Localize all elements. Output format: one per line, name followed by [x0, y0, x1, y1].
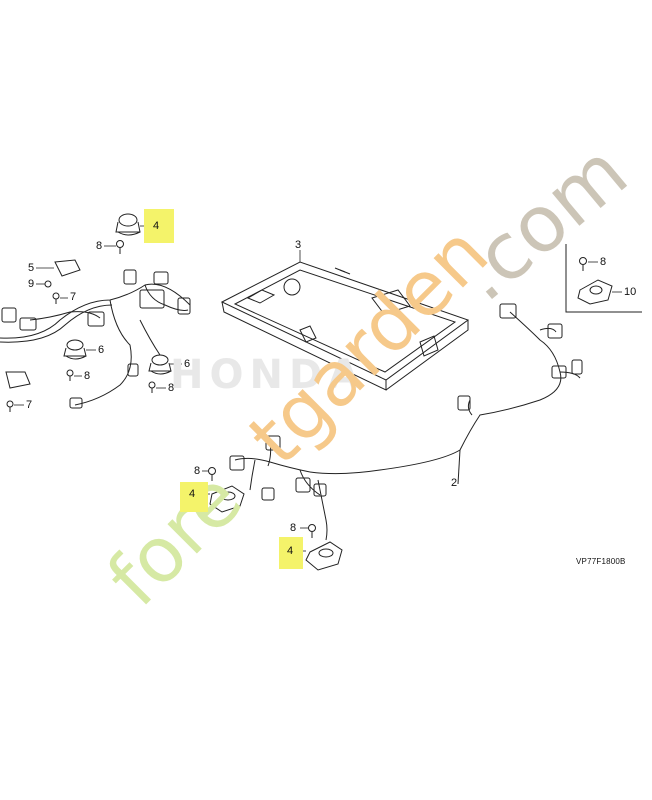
callout-4-low: 4: [287, 545, 294, 557]
callout-3: 3: [295, 239, 302, 251]
callout-4-mid: 4: [189, 488, 196, 500]
highlight-top: [144, 209, 174, 243]
callout-8: 8: [96, 240, 103, 252]
callout-9: 9: [28, 278, 35, 290]
inset-detail: [565, 244, 642, 313]
callout-4-top: 4: [153, 220, 160, 232]
right-lower-parts: [208, 467, 343, 571]
callout-2: 2: [451, 477, 458, 489]
callout-8-inset: 8: [600, 256, 607, 268]
highlight-mid: [180, 482, 208, 512]
right-harness: [229, 303, 583, 541]
highlight-low: [279, 537, 303, 569]
diagram-code: VP77F1800B: [576, 557, 626, 566]
callout-6-center: 6: [184, 358, 191, 370]
left-harness: [0, 269, 191, 409]
callout-5: 5: [28, 262, 35, 274]
callout-8-left: 8: [84, 370, 91, 382]
honda-watermark: HONDA: [170, 352, 366, 398]
callout-6-left: 6: [98, 344, 105, 356]
control-unit: [220, 261, 470, 391]
callout-10: 10: [624, 286, 637, 298]
left-small-parts: [5, 213, 172, 412]
callout-8-low: 8: [290, 522, 297, 534]
callout-8-mid: 8: [194, 465, 201, 477]
callout-8-center: 8: [168, 382, 175, 394]
callout-7: 7: [70, 291, 77, 303]
callout-7-bottom: 7: [26, 399, 33, 411]
